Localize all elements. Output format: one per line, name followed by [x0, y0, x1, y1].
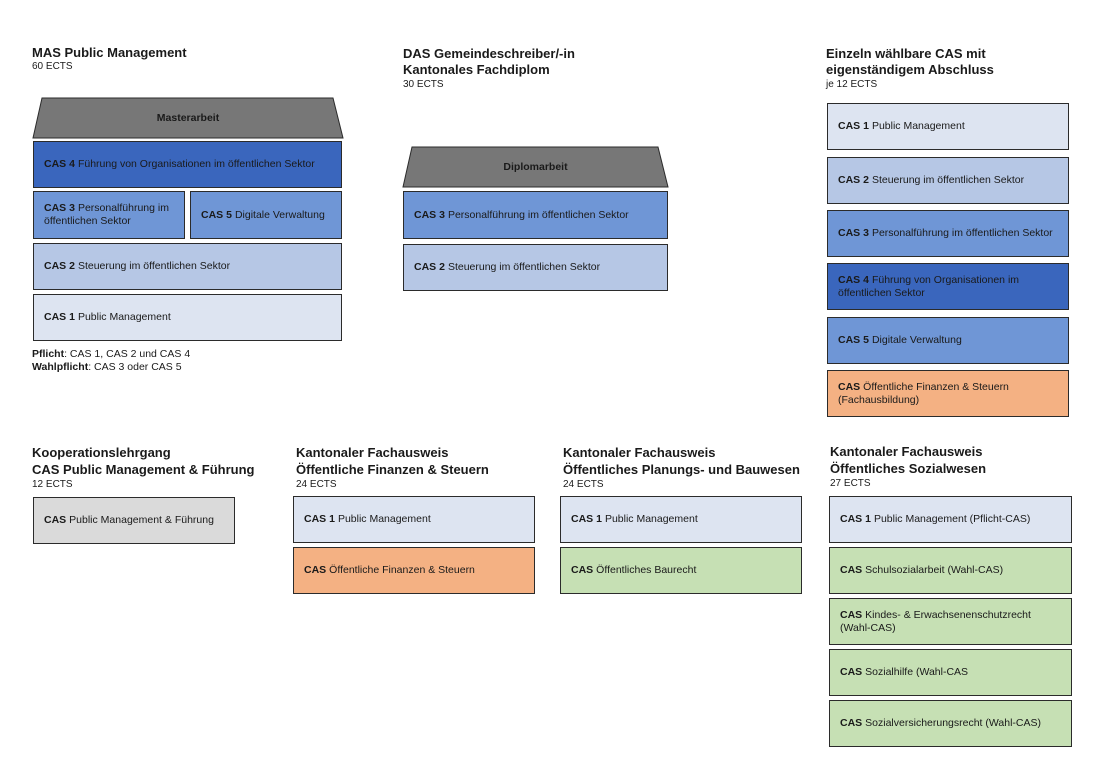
das-cas2-code: CAS 2: [414, 261, 445, 273]
sozial-item-code: CAS: [840, 564, 863, 576]
finanzen-item-text: Public Management: [337, 513, 431, 525]
das-title-line2: Kantonales Fachdiplom: [403, 62, 550, 77]
das-cas3-text: Personalführung im öffentlichen Sektor: [447, 208, 629, 221]
sozial-title-line2: Öffentliches Sozialwesen: [830, 461, 987, 476]
mas-cas5-code: CAS 5: [201, 208, 232, 221]
mas-cas2-code: CAS 2: [44, 260, 75, 272]
einzeln-item-text: Personalführung im öffentlichen Sektor: [871, 227, 1053, 239]
sozial-item-code: CAS: [840, 608, 863, 621]
einzeln-item-code: CAS 3: [838, 227, 869, 239]
bau-item-code: CAS 1: [571, 513, 602, 525]
einzeln-item-code: CAS 4: [838, 273, 869, 286]
mas-ects: 60 ECTS: [32, 61, 73, 72]
bau-ects: 24 ECTS: [563, 479, 604, 490]
einzeln-item-text: Steuerung im öffentlichen Sektor: [871, 174, 1025, 186]
einzeln-item-text: Führung von Organisationen im öffentlich…: [838, 273, 1020, 299]
sozial-item-code: CAS 1: [840, 513, 871, 525]
das-ects: 30 ECTS: [403, 79, 444, 90]
mas-roof-shape: [32, 97, 344, 139]
bau-title-line2: Öffentliches Planungs- und Bauwesen: [563, 462, 800, 477]
mas-wahlpflicht-text: : CAS 3 oder CAS 5: [88, 361, 182, 373]
einzeln-item-code: CAS 2: [838, 174, 869, 186]
bau-item-text: Öffentliches Baurecht: [596, 564, 697, 576]
einzeln-ects: je 12 ECTS: [826, 79, 878, 90]
mas-wahlpflicht-note: Wahlpflicht: CAS 3 oder CAS 5: [32, 361, 182, 374]
bau-item-text: Public Management: [604, 513, 698, 525]
sozial-item-text: Public Management (Pflicht-CAS): [873, 513, 1031, 525]
mas-wahlpflicht-label: Wahlpflicht: [32, 361, 89, 373]
sozial-item-code: CAS: [840, 717, 863, 729]
einzeln-item-code: CAS 1: [838, 120, 869, 132]
mas-pflicht-label: Pflicht: [32, 348, 65, 360]
einzeln-title-line2: eigenständigem Abschluss: [826, 62, 994, 77]
das-roof-label: Diplomarbeit: [503, 161, 568, 173]
mas-roof-label: Masterarbeit: [156, 112, 220, 124]
mas-cas2-text: Steuerung im öffentlichen Sektor: [77, 260, 231, 272]
das-title-line1: DAS Gemeindeschreiber/-in: [403, 46, 575, 61]
finanzen-ects: 24 ECTS: [296, 479, 337, 490]
mas-title: MAS Public Management: [32, 45, 187, 60]
mas-cas1-text: Public Management: [77, 311, 171, 323]
sozial-item-text: Sozialhilfe (Wahl-CAS: [865, 666, 969, 678]
mas-cas4-code: CAS 4: [44, 158, 75, 170]
mas-cas5-text: Digitale Verwaltung: [234, 208, 325, 221]
koop-item-text: Public Management & Führung: [69, 514, 214, 526]
sozial-item-text: Kindes- & Erwachsenenschutzrecht (Wahl-C…: [840, 608, 1031, 634]
einzeln-item-code: CAS 5: [838, 334, 869, 346]
finanzen-item-code: CAS 1: [304, 513, 335, 525]
finanzen-item-text: Öffentliche Finanzen & Steuern: [329, 564, 475, 576]
finanzen-title-line2: Öffentliche Finanzen & Steuern: [296, 462, 489, 477]
mas-cas1-code: CAS 1: [44, 311, 75, 323]
einzeln-item-text: Public Management: [871, 120, 965, 132]
koop-ects: 12 ECTS: [32, 479, 73, 490]
einzeln-item-text: Digitale Verwaltung: [871, 334, 962, 346]
das-cas2-text: Steuerung im öffentlichen Sektor: [447, 261, 601, 273]
sozial-item-text: Schulsozialarbeit (Wahl-CAS): [865, 564, 1004, 576]
mas-pflicht-note: Pflicht: CAS 1, CAS 2 und CAS 4: [32, 348, 190, 361]
mas-cas4-text: Führung von Organisationen im öffentlich…: [77, 158, 315, 170]
sozial-title-line1: Kantonaler Fachausweis: [830, 444, 983, 459]
bau-item-code: CAS: [571, 564, 594, 576]
mas-pflicht-text: : CAS 1, CAS 2 und CAS 4: [64, 348, 191, 360]
bau-title-line1: Kantonaler Fachausweis: [563, 445, 716, 460]
sozial-ects: 27 ECTS: [830, 478, 871, 489]
einzeln-title-line1: Einzeln wählbare CAS mit: [826, 46, 986, 61]
finanzen-title-line1: Kantonaler Fachausweis: [296, 445, 449, 460]
einzeln-item-code: CAS: [838, 380, 861, 393]
mas-cas3-code: CAS 3: [44, 202, 75, 214]
das-cas3-code: CAS 3: [414, 208, 445, 221]
sozial-item-text: Sozialversicherungsrecht (Wahl-CAS): [865, 717, 1042, 729]
koop-title-line1: Kooperationslehrgang: [32, 445, 171, 460]
einzeln-item-text: Öffentliche Finanzen & Steuern (Fachausb…: [838, 380, 1009, 406]
sozial-item-code: CAS: [840, 666, 863, 678]
mas-cas3-text: Personalführung im öffentlichen Sektor: [44, 202, 169, 227]
koop-title-line2: CAS Public Management & Führung: [32, 462, 255, 477]
das-roof-shape: [402, 146, 669, 188]
finanzen-item-code: CAS: [304, 564, 327, 576]
koop-item-code: CAS: [44, 514, 67, 526]
